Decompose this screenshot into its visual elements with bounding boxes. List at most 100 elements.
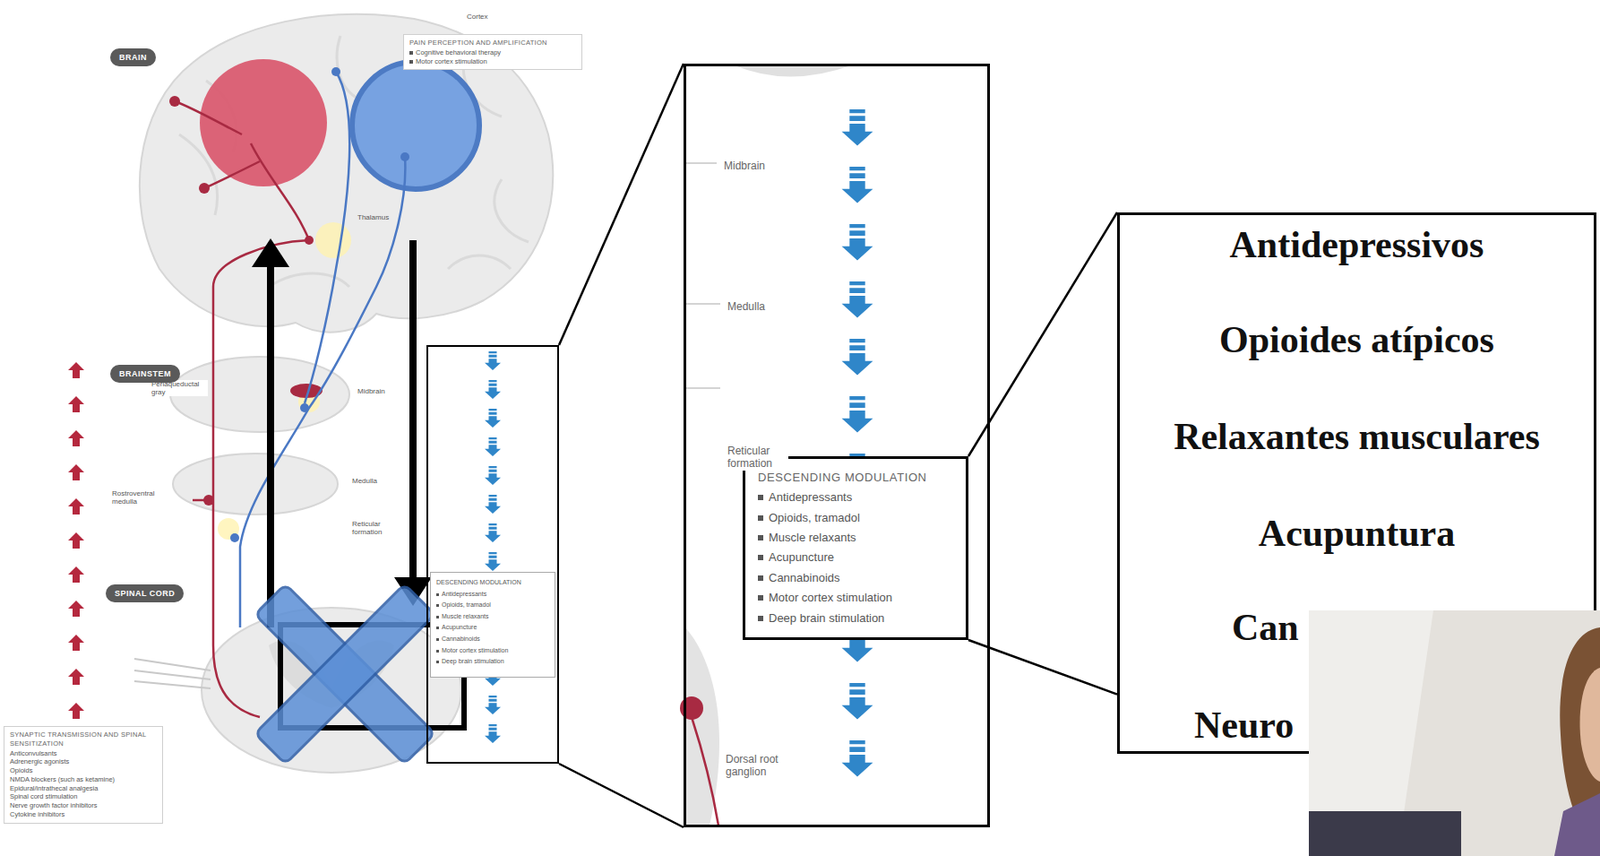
red-path — [174, 101, 242, 135]
down-arrow — [409, 240, 417, 581]
list-item: Deep brain stimulation — [436, 655, 550, 668]
down-arrow-icon — [484, 695, 501, 714]
up-arrow-icon — [68, 464, 85, 481]
webcam-shadow — [1308, 810, 1462, 856]
region-pill: BRAIN — [110, 48, 156, 67]
down-arrow-icon — [484, 723, 501, 743]
list-item: Opioids, tramadol — [757, 507, 954, 528]
list-item: Cannabinoids — [436, 633, 550, 646]
flow-arrows — [68, 109, 873, 777]
blue-path — [304, 71, 350, 404]
list-item: Cognitive behavioral therapy — [409, 48, 577, 58]
blue-path — [240, 156, 405, 628]
structure-label: Reticular formation — [351, 519, 398, 536]
structure-label: Midbrain — [722, 159, 767, 173]
box-heading: DESCENDING MODULATION — [436, 576, 550, 589]
down-arrow-icon — [484, 379, 501, 399]
down-arrow-icon — [484, 494, 501, 514]
list-item: Opioids — [9, 765, 157, 775]
up-arrow-icon — [68, 600, 85, 617]
translation-box: AntidepressivosOpioides atípicosRelaxant… — [1117, 212, 1597, 754]
zoom-illustration — [679, 65, 852, 826]
list-item: Spinal cord stimulation — [9, 791, 157, 801]
down-arrow-icon — [842, 395, 874, 433]
structure-label: Medulla — [351, 476, 379, 485]
structure-label: Medulla — [725, 300, 767, 313]
list-item: Antidepressants — [436, 588, 550, 601]
structure-label: Cortex — [465, 12, 490, 21]
down-arrow-icon — [842, 682, 874, 720]
up-arrow-icon — [68, 634, 85, 651]
modulation-box: DESCENDING MODULATIONAntidepressantsOpio… — [742, 455, 969, 640]
medulla-slice — [172, 453, 338, 515]
leader-lines — [686, 163, 721, 388]
down-arrow-icon — [842, 166, 874, 204]
list-item: NMDA blockers (such as ketamine) — [9, 774, 157, 784]
up-arrow-icon — [68, 498, 85, 515]
neuron-dot — [169, 95, 181, 107]
therapy-name: Can — [1231, 604, 1299, 650]
region-label: BRAINSTEM — [119, 369, 172, 379]
down-arrow-icon — [484, 465, 501, 485]
blue-circle — [352, 61, 480, 190]
leader-line — [686, 302, 721, 304]
leader-line — [686, 387, 721, 388]
structure-label: Rostroventral medulla — [111, 489, 164, 506]
webcam-wall — [1308, 610, 1600, 856]
brain-edge — [734, 65, 852, 78]
list-item: Muscle relaxants — [757, 527, 954, 548]
zoom-panel: DESCENDING MODULATIONAntidepressantsOpio… — [683, 63, 990, 827]
down-arrow-icon — [842, 281, 874, 319]
down-arrow-icon — [842, 223, 874, 261]
therapy-name: Acupuntura — [1117, 510, 1597, 556]
up-arrow-icon — [68, 668, 85, 685]
neuron-dot — [400, 152, 410, 162]
therapy-name: Opioides atípicos — [1117, 317, 1597, 362]
list-item: Antidepressants — [757, 487, 954, 508]
up-arrow-icon — [68, 566, 85, 583]
list-item: Cytokine inhibitors — [9, 809, 157, 819]
list-item: Motor cortex stimulation — [757, 587, 954, 608]
list-item: Motor cortex stimulation — [436, 645, 550, 657]
red-path — [250, 143, 310, 241]
list-item: Acupuncture — [757, 547, 954, 568]
down-arrow-icon — [484, 351, 501, 370]
down-arrow-icon — [484, 437, 501, 456]
down-arrow-icon — [842, 338, 874, 376]
therapy-name: Relaxantes musculares — [1117, 413, 1597, 459]
region-pill: BRAINSTEM — [110, 364, 181, 383]
zoom-connector — [559, 63, 684, 345]
up-arrow-head — [251, 238, 290, 267]
structure-label: Reticular formation — [725, 444, 789, 471]
box-heading: PAIN PERCEPTION AND AMPLIFICATION — [409, 38, 577, 48]
down-arrow-icon — [484, 408, 501, 428]
structure-label: Dorsal root ganglion — [723, 752, 803, 779]
black-arrows — [251, 238, 432, 628]
up-arrow-icon — [68, 702, 85, 719]
down-arrow-icon — [842, 739, 874, 777]
root-body — [685, 627, 720, 826]
structure-label: Thalamus — [356, 213, 390, 222]
webcam-overlay — [1308, 610, 1600, 856]
red-path — [204, 161, 260, 189]
blue-dots — [230, 67, 410, 542]
person-face — [1580, 667, 1600, 782]
list-item: Cannabinoids — [757, 567, 954, 588]
region-label: BRAIN — [119, 52, 147, 62]
list-item: Acupuncture — [436, 621, 550, 634]
neuron-dot — [300, 403, 310, 413]
up-arrow-icon — [68, 430, 85, 447]
list-item: Adrenergic agonists — [9, 756, 157, 766]
neuron-dot — [304, 235, 314, 245]
list-item: Opioids, tramadol — [436, 599, 550, 611]
therapy-name: Neuro — [1194, 702, 1294, 748]
red-dots — [169, 95, 323, 506]
up-arrow — [266, 261, 275, 628]
nerve-roots — [134, 658, 211, 689]
list-item: Motor cortex stimulation — [409, 57, 577, 67]
leader-line — [686, 162, 717, 164]
list-item: Nerve growth factor inhibitors — [9, 800, 157, 810]
therapy-box: PAIN PERCEPTION AND AMPLIFICATIONCogniti… — [403, 34, 583, 70]
down-arrow-icon — [484, 551, 501, 571]
box-heading: DESCENDING MODULATION — [757, 467, 954, 488]
